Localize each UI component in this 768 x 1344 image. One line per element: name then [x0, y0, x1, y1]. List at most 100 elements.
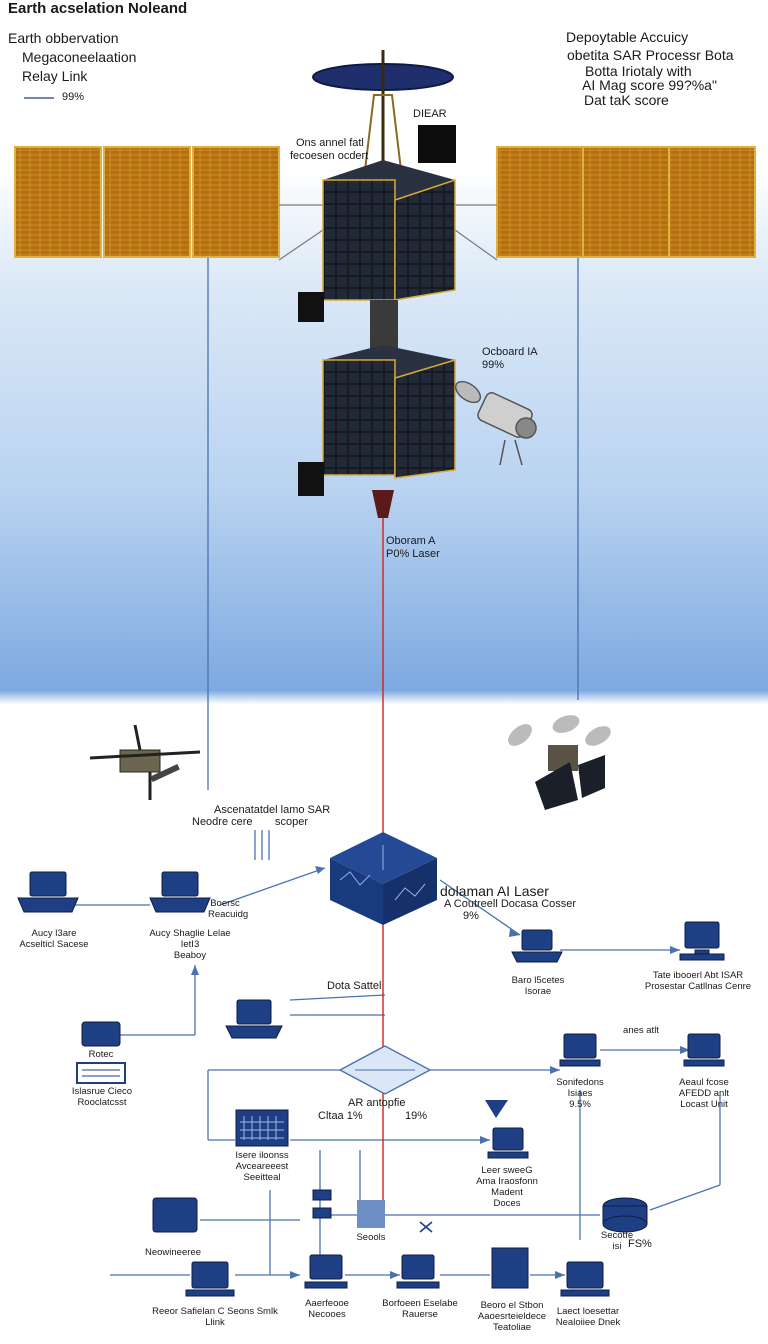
laser-emitter — [372, 490, 394, 518]
fs-pct: FS% — [628, 1238, 652, 1250]
ai-laser-cube — [330, 832, 437, 925]
keyboard-icon — [76, 1062, 126, 1084]
caption-mon3: Aeaul fcose AFEDD anlt Locast Unit — [678, 1077, 730, 1110]
diamond-sublabel: Cltaa 1% — [318, 1110, 363, 1122]
block-icon — [357, 1200, 385, 1228]
dear-box — [418, 125, 456, 163]
grid-icon — [235, 1109, 289, 1147]
panel-icon-b4 — [491, 1247, 529, 1289]
panel-booms — [278, 204, 498, 261]
monitor-icon-b3 — [396, 1254, 440, 1289]
chip-icon-2 — [152, 1197, 198, 1233]
arrow-b2 — [290, 1271, 300, 1279]
sar-note-3: scoper — [275, 816, 309, 828]
arrow-mon2 — [550, 1066, 560, 1074]
radiator-lower — [298, 462, 324, 496]
inter-module-link — [370, 300, 398, 348]
top-note-2: fecoesen ocdert — [290, 150, 369, 162]
arrow-up-lap2 — [191, 965, 199, 975]
horizon-fade — [0, 690, 768, 704]
module-lower-front — [322, 359, 396, 476]
diamond-label: AR antopfie — [348, 1097, 406, 1109]
caption-ic2: Islasrue Cieco Rooclatcsst — [71, 1086, 133, 1108]
cube-sublabel: A Coutreell Docasa Cosser — [444, 898, 577, 910]
monitor-icon-4 — [487, 1127, 529, 1159]
left-legend-value: 99% — [62, 91, 85, 103]
caption-mon1: Tate ibooerl Abt ISAR Prosestar Catllnas… — [644, 970, 752, 992]
solar-panel-right — [496, 146, 756, 258]
sar-camera — [454, 380, 537, 466]
drone-right-illustration — [508, 715, 611, 810]
sar-note-2: Neodre cere — [192, 816, 253, 828]
right-caption-4: AI Mag score 99?%a" — [582, 77, 717, 93]
cross-icon — [419, 1221, 433, 1233]
monitor-icon-3 — [683, 1033, 725, 1067]
diamond-pct: 19% — [405, 1110, 428, 1122]
right-caption-1: Depoytable Accuicy — [566, 29, 689, 45]
diagram-title: Earth acselation Noleand — [8, 0, 188, 17]
laptop-icon-2 — [149, 871, 211, 913]
laser-label-2: P0% Laser — [386, 548, 440, 560]
server-icon — [312, 1189, 332, 1219]
arrow-lap3 — [509, 929, 520, 937]
caption-blk: Seools — [356, 1232, 386, 1243]
link-to-disk — [649, 1184, 721, 1211]
triangle-marker — [485, 1100, 508, 1118]
left-caption-1: Earth obbervation — [8, 30, 119, 46]
arrow-cube-in — [315, 866, 325, 874]
caption-b1: Reeor Safielan C Seons Smlk Llink — [152, 1306, 278, 1328]
caption-mon2: Sonifedons Isiaes 9.5% — [556, 1077, 604, 1110]
module-lower-side — [394, 358, 456, 479]
link-cube-lap3 — [439, 879, 521, 936]
caption-b4: Beoro el Stbon Aaoesrteieldece Teatoliae — [477, 1300, 547, 1333]
arrow-b5 — [555, 1271, 565, 1279]
diamond-shape — [338, 1045, 432, 1095]
left-caption-3: Relay Link — [22, 68, 88, 84]
cube-pct: 9% — [463, 910, 479, 922]
right-caption-5: Dat taK score — [584, 92, 669, 108]
arrow-mon4 — [480, 1136, 490, 1144]
link-lap2-cube — [219, 867, 326, 906]
caption-b3: Borfoeen Eselabe Rauerse — [382, 1298, 458, 1320]
drone-left-illustration — [89, 724, 201, 800]
data-satel-label: Dota Sattel — [327, 980, 382, 992]
laptop-icon-3 — [511, 929, 563, 963]
solar-panel-left — [14, 146, 280, 258]
arrow-mon1 — [670, 946, 680, 954]
monitor-icon-b2 — [304, 1254, 348, 1289]
sar-note-1: Ascenatatdel lamo SAR — [214, 804, 331, 816]
radiator-upper — [298, 292, 324, 322]
caption-ic3: Neowineeree — [145, 1247, 201, 1258]
caption-note1: anes atlt — [623, 1025, 659, 1036]
laptop-icon-4 — [225, 999, 283, 1039]
onboard-ia-label: Ocboard IA — [482, 346, 538, 358]
monitor-icon-1 — [679, 921, 725, 961]
right-caption-3: Botta Iriotaly with — [585, 63, 692, 79]
onboard-ia-pct: 99% — [482, 359, 505, 371]
cube-label: dolaman AI Laser — [440, 883, 549, 899]
module-upper-side — [394, 178, 456, 301]
laptop-icon-1 — [17, 871, 79, 913]
right-caption-2: obetita SAR Processr Bota — [567, 47, 734, 63]
caption-side1: Boersc Reacuidg — [208, 898, 249, 920]
arrow-mon3 — [680, 1046, 690, 1054]
caption-b5: Laect loesettar Nealoiiee Dnek — [555, 1306, 621, 1328]
top-note-1: Ons annel fatl — [296, 137, 364, 149]
caption-b2: Aaerfeooe Necooes — [305, 1298, 349, 1320]
chip-icon-1 — [81, 1021, 121, 1047]
left-caption-2: Megaconeelaation — [22, 49, 137, 65]
disk-icon — [602, 1197, 648, 1233]
caption-disk: Secotfe isi — [600, 1230, 634, 1252]
caption-lap1: Aucy l3are Acselticl Sacese — [19, 928, 89, 950]
laser-label-1: Oboram A — [386, 535, 436, 547]
satellite-illustration — [14, 50, 756, 518]
caption-lap2: Aucy Shaglie Lelae IetI3 Beaboy — [149, 928, 231, 961]
module-upper-front — [322, 179, 396, 301]
caption-ic1: Rotec — [88, 1049, 114, 1060]
monitor-icon-b1 — [185, 1261, 235, 1297]
monitor-icon-2 — [559, 1033, 601, 1067]
caption-lap3: Baro l5cetes Isorae — [511, 975, 565, 997]
arrow-b3 — [390, 1271, 400, 1279]
